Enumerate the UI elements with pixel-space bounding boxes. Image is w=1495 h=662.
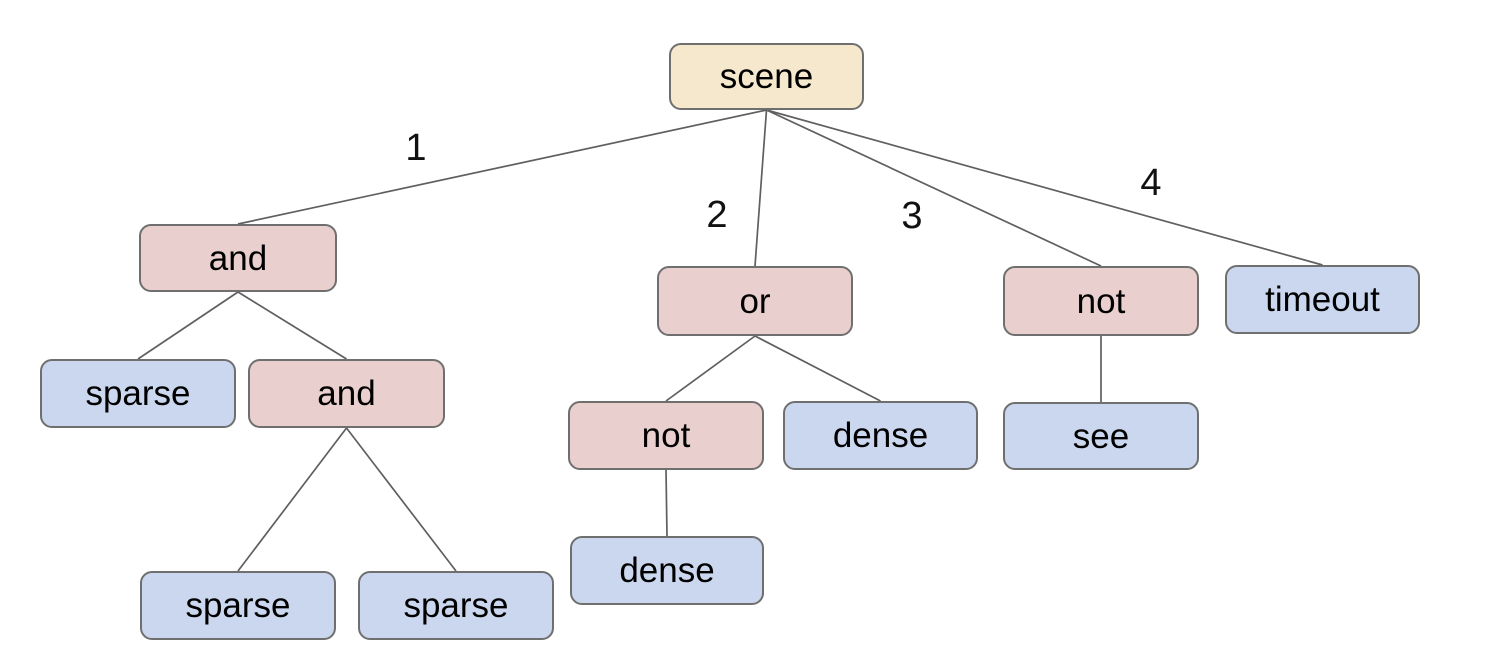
edge-and-1-and-1b [237, 291, 347, 360]
tree-node-label: sparse [403, 586, 509, 625]
tree-node-label: see [1072, 416, 1130, 456]
tree-node-scene: scene [669, 43, 864, 110]
edge-and-1b-sparse-1b2 [345, 427, 457, 572]
tree-node-label: and [208, 238, 268, 278]
edge-label-3: 3 [901, 195, 923, 237]
edge-scene-not-3 [766, 109, 1102, 267]
tree-node-timeout-4: timeout [1225, 265, 1420, 334]
edge-not-2a-dense-2a1 [665, 469, 668, 537]
tree-node-dense-2a1: dense [570, 536, 764, 605]
edge-and-1b-sparse-1b1 [237, 427, 348, 572]
tree-node-label: dense [619, 551, 715, 590]
tree-node-and-1: and [139, 224, 337, 292]
edge-label-2: 2 [706, 194, 728, 236]
edge-scene-timeout-4 [766, 109, 1323, 266]
tree-node-dense-2b: dense [783, 401, 978, 470]
tree-node-label: not [1076, 281, 1126, 321]
tree-node-label: timeout [1265, 280, 1380, 319]
edge-label-1: 1 [405, 127, 427, 169]
tree-node-sparse-1b1: sparse [140, 571, 336, 640]
edge-scene-or-2 [754, 109, 768, 267]
tree-node-or-2: or [657, 266, 853, 336]
edge-or-2-dense-2b [754, 335, 881, 402]
tree-node-sparse-1b2: sparse [358, 571, 554, 640]
tree-node-not-2a: not [568, 401, 764, 470]
tree-node-not-3: not [1003, 266, 1199, 336]
tree-node-label: scene [719, 57, 814, 96]
tree-node-and-1b: and [248, 359, 445, 428]
tree-node-sparse-1a: sparse [40, 359, 236, 428]
edge-label-4: 4 [1140, 162, 1162, 204]
tree-node-label: or [739, 281, 771, 321]
edge-scene-and-1 [237, 109, 767, 225]
tree-node-label: and [317, 374, 376, 413]
edge-and-1-sparse-1a [137, 291, 239, 360]
tree-node-label: sparse [85, 374, 191, 413]
tree-node-see-3a: see [1003, 402, 1199, 470]
tree-node-label: sparse [185, 586, 291, 625]
tree-node-label: dense [832, 416, 929, 455]
edge-or-2-not-2a [665, 335, 756, 402]
tree-node-label: not [641, 416, 691, 455]
